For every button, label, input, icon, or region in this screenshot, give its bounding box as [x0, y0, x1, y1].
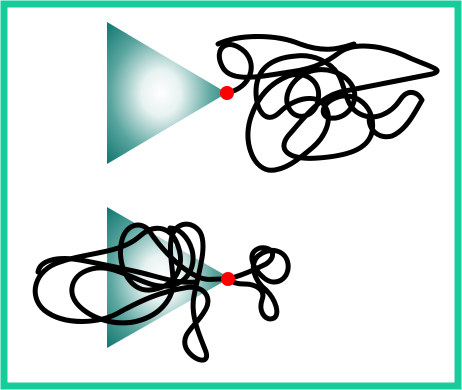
bottom-tangled-rope[interactable] — [32, 221, 231, 363]
top-rope-strand[interactable] — [215, 34, 357, 52]
bottom-attach-point[interactable] — [221, 272, 235, 286]
bottom-rope-loop-left[interactable] — [35, 256, 199, 285]
top-triangle-icon — [107, 22, 227, 164]
top-puzzle — [107, 22, 440, 173]
top-attach-point[interactable] — [220, 86, 234, 100]
bottom-puzzle — [32, 207, 291, 363]
top-tangled-rope[interactable] — [216, 42, 440, 173]
bottom-rope-loop-right[interactable] — [225, 245, 291, 322]
